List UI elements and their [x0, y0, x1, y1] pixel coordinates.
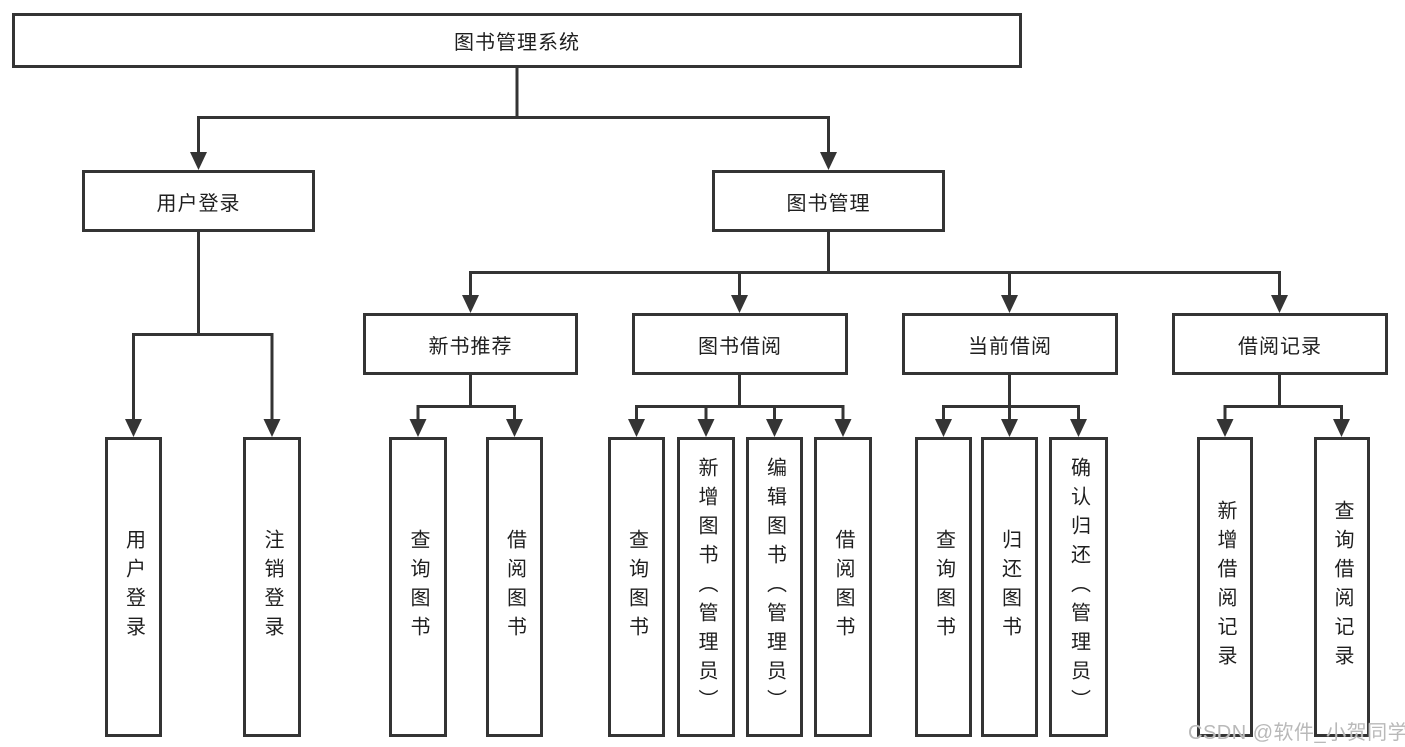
leaf-currentborrow-query-books-label: 查询图书 — [932, 529, 955, 645]
leaf-currentborrow-confirm-return-admin-label: 确认归还（管理员） — [1067, 456, 1090, 718]
leaf-currentborrow-query-books: 查询图书 — [915, 437, 972, 737]
arrow-to-leaf-cb-return — [1001, 419, 1018, 437]
arrow-to-leaf-bb-add — [697, 419, 715, 437]
node-user-login: 用户登录 — [82, 170, 315, 232]
arrow-to-leaf-bb-edit — [766, 419, 783, 437]
node-book-borrow: 图书借阅 — [632, 313, 848, 375]
leaf-bookborrow-add-books-admin: 新增图书（管理员） — [677, 437, 735, 737]
node-new-book-recommend: 新书推荐 — [363, 313, 578, 375]
arrow-to-leaf-cb-query — [935, 419, 952, 437]
arrow-to-current-borrow — [1001, 295, 1018, 313]
arrow-to-leaf-user-login — [125, 419, 142, 437]
leaf-newbook-query-books: 查询图书 — [389, 437, 447, 737]
arrow-to-leaf-nb-borrow — [506, 419, 523, 437]
leaf-logout-label: 注销登录 — [261, 529, 283, 645]
connector-new-book-rail — [416, 405, 516, 421]
arrow-to-new-book — [462, 295, 479, 313]
leaf-bookborrow-edit-books-admin-label: 编辑图书（管理员） — [763, 456, 786, 718]
connector-level1-rail — [197, 116, 830, 153]
arrow-to-leaf-br-add — [1216, 419, 1234, 437]
arrowheads — [125, 152, 1350, 437]
leaf-bookborrow-add-books-admin-label: 新增图书（管理员） — [695, 456, 717, 718]
leaf-bookborrow-borrow-books-label: 借阅图书 — [832, 529, 854, 645]
leaf-records-query-borrow-record: 查询借阅记录 — [1314, 437, 1370, 737]
node-book-management-label: 图书管理 — [786, 192, 871, 215]
node-book-management: 图书管理 — [712, 170, 945, 232]
node-borrow-records-label: 借阅记录 — [1238, 335, 1322, 358]
connector-borrow-records-rail — [1223, 405, 1343, 421]
arrow-to-borrow-records — [1271, 295, 1288, 313]
node-borrow-records: 借阅记录 — [1172, 313, 1388, 375]
arrow-to-leaf-cb-confirm — [1070, 419, 1087, 437]
csdn-watermark: CSDN @软件_小贺同学 — [1188, 722, 1405, 744]
arrow-to-book-mgmt — [820, 152, 837, 170]
arrow-to-leaf-bb-query — [628, 419, 645, 437]
leaf-bookborrow-borrow-books: 借阅图书 — [814, 437, 872, 737]
node-user-login-label: 用户登录 — [156, 192, 241, 215]
leaf-user-login: 用户登录 — [105, 437, 162, 737]
arrow-to-leaf-logout — [263, 419, 281, 437]
leaf-bookborrow-query-books: 查询图书 — [608, 437, 665, 737]
connector-level2-rail — [469, 271, 1281, 296]
arrow-to-leaf-bb-borrow — [834, 419, 852, 437]
leaf-user-login-label: 用户登录 — [122, 529, 145, 645]
leaf-records-add-borrow-record-label: 新增借阅记录 — [1214, 500, 1236, 674]
node-library-management-system: 图书管理系统 — [12, 13, 1022, 68]
leaf-records-query-borrow-record-label: 查询借阅记录 — [1331, 500, 1353, 674]
arrow-to-book-borrow — [731, 295, 748, 313]
connector-book-borrow-rail — [635, 405, 845, 421]
leaf-bookborrow-edit-books-admin: 编辑图书（管理员） — [746, 437, 803, 737]
leaf-currentborrow-return-books: 归还图书 — [981, 437, 1038, 737]
arrow-to-leaf-br-query — [1333, 419, 1350, 437]
leaf-logout: 注销登录 — [243, 437, 301, 737]
arrow-to-user-login — [190, 152, 207, 170]
connector-user-login-rail — [132, 333, 274, 420]
node-library-management-system-label: 图书管理系统 — [454, 32, 580, 54]
node-current-borrow-label: 当前借阅 — [968, 335, 1052, 358]
leaf-newbook-query-books-label: 查询图书 — [407, 529, 429, 645]
connector-strokes — [132, 66, 1343, 421]
node-new-book-recommend-label: 新书推荐 — [428, 335, 513, 358]
leaf-newbook-borrow-books-label: 借阅图书 — [503, 529, 526, 645]
leaf-currentborrow-return-books-label: 归还图书 — [998, 529, 1021, 645]
leaf-records-add-borrow-record: 新增借阅记录 — [1197, 437, 1253, 737]
node-current-borrow: 当前借阅 — [902, 313, 1118, 375]
leaf-currentborrow-confirm-return-admin: 确认归还（管理员） — [1049, 437, 1108, 737]
leaf-newbook-borrow-books: 借阅图书 — [486, 437, 543, 737]
leaf-bookborrow-query-books-label: 查询图书 — [625, 529, 648, 645]
arrow-to-leaf-nb-query — [409, 419, 427, 437]
node-book-borrow-label: 图书借阅 — [698, 335, 782, 358]
